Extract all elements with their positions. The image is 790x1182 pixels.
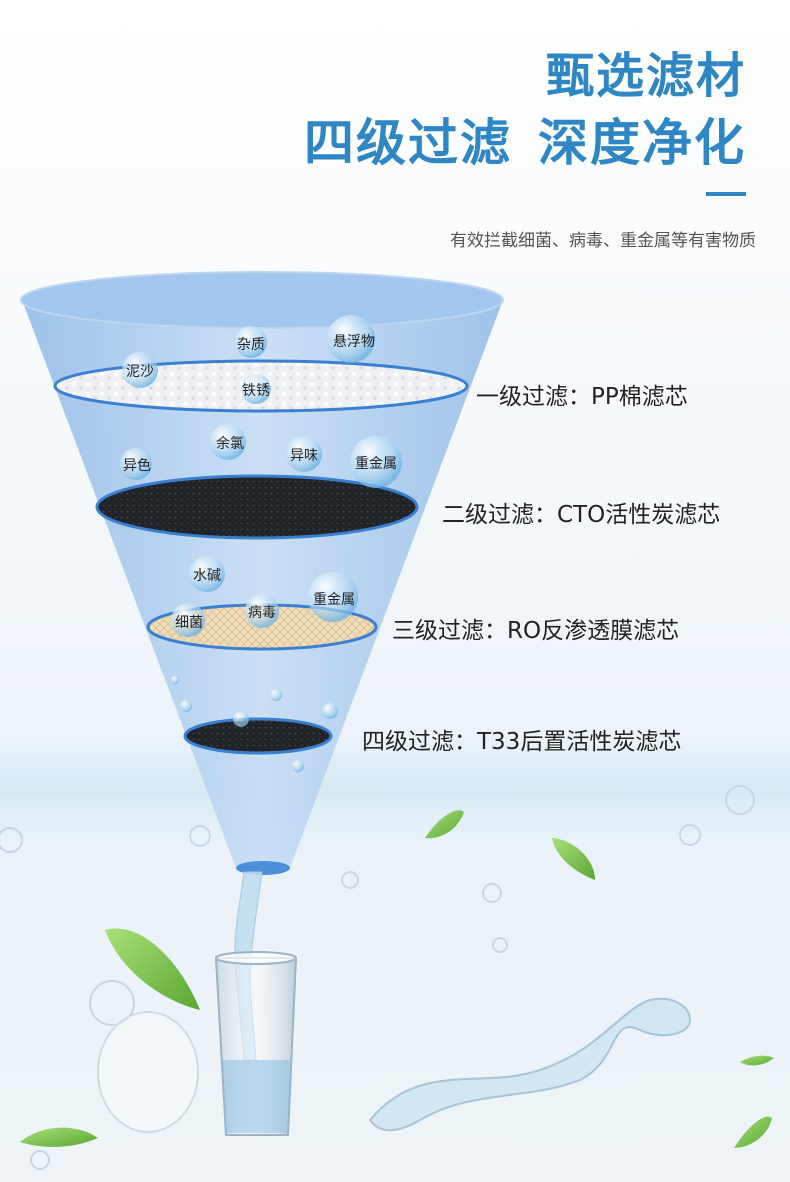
impurity-bubble — [308, 572, 358, 622]
impurity-bubble — [327, 315, 375, 363]
headline-part-filtration: 四级过滤 — [304, 114, 512, 172]
stage-1-label: 一级过滤：PP棉滤芯 — [476, 384, 688, 410]
water-droplet — [180, 700, 192, 712]
water-droplet — [292, 760, 304, 772]
decorative-bubble — [97, 1011, 199, 1133]
impurity-label-bacteria: 细菌 — [175, 615, 203, 631]
decorative-bubble — [189, 825, 211, 847]
impurity-label-heavy-metals-2: 重金属 — [313, 592, 355, 608]
impurity-bubble — [235, 326, 267, 358]
headline-part-purification: 深度净化 — [538, 114, 746, 172]
stage-3-label: 三级过滤：RO反渗透膜滤芯 — [392, 618, 680, 644]
decorative-bubble — [30, 1150, 50, 1170]
decorative-bubble — [679, 824, 701, 846]
water-surface-band — [0, 735, 790, 845]
decorative-bubble — [0, 827, 23, 853]
stage-2-filter-layer — [95, 474, 419, 540]
impurity-label-discoloration: 异色 — [123, 458, 151, 474]
leaf-decoration — [734, 1116, 772, 1148]
impurity-label-virus: 病毒 — [248, 605, 276, 621]
decorative-bubble — [482, 883, 502, 903]
decorative-bubble — [89, 980, 135, 1026]
stage-2-label: 二级过滤：CTO活性炭滤芯 — [442, 502, 721, 528]
title-divider — [706, 192, 746, 196]
leaf-decoration — [552, 838, 595, 880]
leaf-decoration — [425, 810, 464, 839]
impurity-bubble — [210, 424, 246, 460]
water-splash — [368, 997, 692, 1132]
leaf-decoration — [740, 1055, 774, 1066]
water-in-glass — [222, 1060, 290, 1133]
impurity-label-heavy-metals: 重金属 — [355, 456, 397, 472]
decorative-bubble — [492, 937, 508, 953]
impurity-bubble — [171, 603, 205, 637]
impurity-bubble — [286, 436, 322, 472]
impurity-label-scale: 水碱 — [193, 568, 221, 584]
impurity-bubble — [241, 374, 271, 404]
water-droplet — [322, 703, 338, 719]
subtitle: 有效拦截细菌、病毒、重金属等有害物质 — [450, 231, 756, 251]
leaf-decoration — [20, 1127, 98, 1147]
impurity-label-suspended-matter: 悬浮物 — [333, 334, 375, 350]
stage-4-label: 四级过滤：T33后置活性炭滤芯 — [362, 729, 682, 755]
impurity-label-sand: 泥沙 — [126, 364, 154, 380]
impurity-label-odor: 异味 — [290, 448, 318, 464]
impurity-bubble — [350, 436, 402, 488]
leaf-decoration — [105, 928, 200, 1010]
impurity-bubble — [245, 594, 279, 628]
headline-primary: 甄选滤材 — [545, 48, 746, 104]
impurity-bubble — [189, 556, 225, 592]
decorative-bubble — [341, 871, 359, 889]
funnel-rim — [20, 271, 504, 329]
impurity-label-impurities: 杂质 — [237, 337, 265, 353]
impurity-label-residual-chlorine: 余氯 — [216, 436, 244, 452]
water-glass-rim — [215, 951, 297, 965]
impurity-bubble — [122, 352, 158, 388]
impurity-bubble — [120, 448, 152, 480]
water-droplet — [233, 711, 249, 727]
stage-4-filter-layer — [183, 717, 333, 755]
impurity-label-rust: 铁锈 — [242, 383, 270, 399]
water-droplet — [270, 689, 282, 701]
decorative-bubble — [725, 785, 755, 815]
water-droplet — [171, 676, 179, 684]
headline-secondary: 四级过滤深度净化 — [304, 103, 746, 175]
